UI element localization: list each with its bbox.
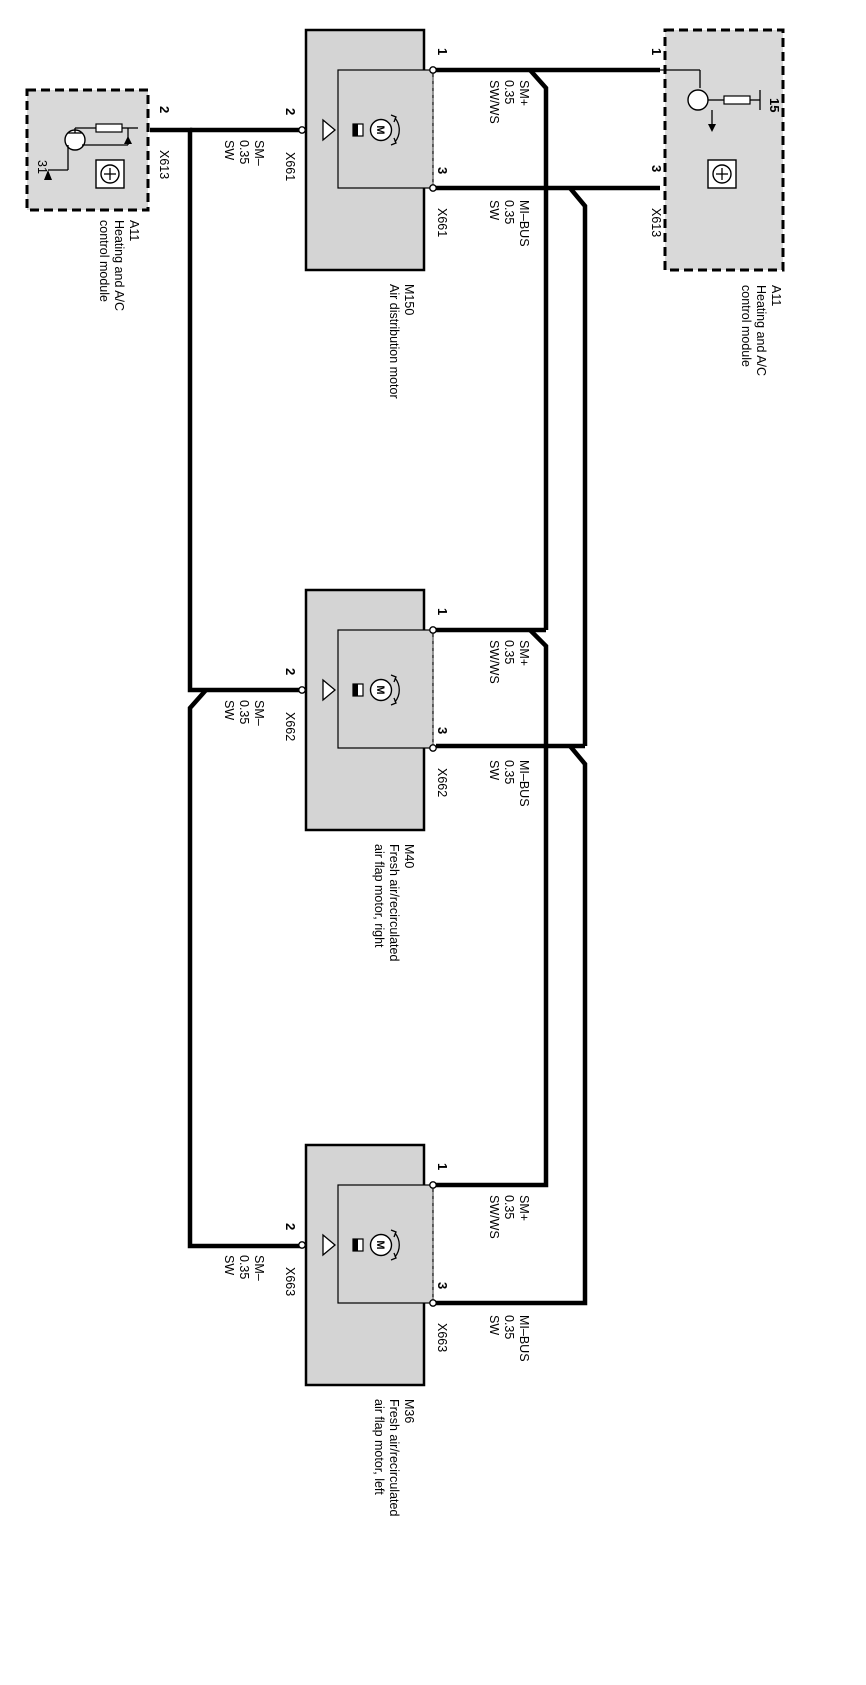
motor-id-m36: M36 xyxy=(402,1399,416,1423)
wire-label-mibus-signal-m40: MI–BUS xyxy=(517,760,531,807)
svg-text:A11: A11 xyxy=(127,220,141,241)
svg-text:Heating and A/C: Heating and A/C xyxy=(112,220,126,311)
a11-left-label: A11 Heating and A/C control module xyxy=(97,220,141,311)
wire-label-smplus-signal-m36: SM+ xyxy=(517,1195,531,1221)
wire-label-mibus-gauge-m40: 0.35 xyxy=(502,760,516,784)
wire-label-smminus-color-m150: SW xyxy=(222,140,236,160)
motor-name-1-m36: Fresh air/recirculated xyxy=(387,1399,401,1516)
terminal-m40-2 xyxy=(429,744,437,752)
pin-3-m40: 3 xyxy=(435,727,450,734)
terminal-m36-1 xyxy=(429,1181,437,1189)
wire-label-smplus-gauge-m40: 0.35 xyxy=(502,640,516,664)
wire-sm-minus xyxy=(150,127,300,1249)
a11-right-pin-1: 1 xyxy=(649,48,664,55)
wire-label-smminus-color-m36: SW xyxy=(222,1255,236,1275)
pin-3-m150: 3 xyxy=(435,167,450,174)
pin-1-m36: 1 xyxy=(435,1163,450,1170)
terminal-m40-0 xyxy=(298,686,306,694)
svg-text:control module: control module xyxy=(739,285,753,367)
terminal-m36-2 xyxy=(429,1299,437,1307)
pin-1-m40: 1 xyxy=(435,608,450,615)
terminal-m150-0 xyxy=(298,126,306,134)
wire-label-smminus-gauge-m36: 0.35 xyxy=(237,1255,251,1279)
wire-label-smminus-gauge-m150: 0.35 xyxy=(237,140,251,164)
a11-left-connector: X613 xyxy=(157,150,171,179)
a11-left-ground: 31 xyxy=(35,160,49,174)
terminal-m150-2 xyxy=(429,184,437,192)
wire-label-mibus-color-m150: SW xyxy=(487,200,501,220)
wire-label-mibus-signal-m36: MI–BUS xyxy=(517,1315,531,1362)
wire-label-smplus-gauge-m36: 0.35 xyxy=(502,1195,516,1219)
a11-left-module: 31 xyxy=(25,88,150,212)
wire-label-mibus-gauge-m150: 0.35 xyxy=(502,200,516,224)
wire-label-mibus-color-m40: SW xyxy=(487,760,501,780)
wire-label-smminus-signal-m150: SM– xyxy=(252,140,266,166)
motor-name-1-m40: Fresh air/recirculated xyxy=(387,844,401,961)
a11-right-label: A11 Heating and A/C control module xyxy=(739,285,783,376)
pin-2-m150: 2 xyxy=(283,108,298,115)
pin-2-m40: 2 xyxy=(283,668,298,675)
connector-left-m150: X661 xyxy=(283,152,297,181)
pin-3-m36: 3 xyxy=(435,1282,450,1289)
wire-sm-plus xyxy=(436,67,660,1188)
motor-id-m150: M150 xyxy=(402,284,416,315)
wire-label-smplus-gauge-m150: 0.35 xyxy=(502,80,516,104)
wire-label-smminus-gauge-m40: 0.35 xyxy=(237,700,251,724)
a11-right-pin-3: 3 xyxy=(649,165,664,172)
a11-right-supply: 15 xyxy=(767,98,782,112)
pin-2-m36: 2 xyxy=(283,1223,298,1230)
connector-left-m36: X663 xyxy=(283,1267,297,1296)
terminal-m36-0 xyxy=(298,1241,306,1249)
connector-right-m150: X661 xyxy=(435,208,449,237)
a11-right-module: 15 xyxy=(660,28,785,272)
motor-id-m40: M40 xyxy=(402,844,416,868)
motor-name-1-m150: Air distribution motor xyxy=(387,284,401,399)
svg-text:A11: A11 xyxy=(769,285,783,306)
motor-m40 xyxy=(298,588,437,832)
a11-right-connector: X613 xyxy=(649,208,663,237)
connector-left-m40: X662 xyxy=(283,712,297,741)
connector-right-m40: X662 xyxy=(435,768,449,797)
wire-label-mibus-signal-m150: MI–BUS xyxy=(517,200,531,247)
connector-right-m36: X663 xyxy=(435,1323,449,1352)
svg-text:control module: control module xyxy=(97,220,111,302)
motor-name-2-m36: air flap motor, left xyxy=(372,1399,386,1495)
wire-mi-bus xyxy=(436,185,660,1306)
wire-label-smplus-color-m40: SW/WS xyxy=(487,640,501,684)
wire-label-smplus-color-m36: SW/WS xyxy=(487,1195,501,1239)
wire-label-smplus-signal-m150: SM+ xyxy=(517,80,531,106)
motor-name-2-m40: air flap motor, right xyxy=(372,844,386,948)
wire-label-smminus-signal-m40: SM– xyxy=(252,700,266,726)
wire-label-smminus-signal-m36: SM– xyxy=(252,1255,266,1281)
wire-label-smplus-signal-m40: SM+ xyxy=(517,640,531,666)
a11-left-pin-2: 2 xyxy=(157,106,172,113)
wire-label-smplus-color-m150: SW/WS xyxy=(487,80,501,124)
wire-label-smminus-color-m40: SW xyxy=(222,700,236,720)
wire-label-mibus-color-m36: SW xyxy=(487,1315,501,1335)
wire-label-mibus-gauge-m36: 0.35 xyxy=(502,1315,516,1339)
terminal-m40-1 xyxy=(429,626,437,634)
motor-m150 xyxy=(298,28,437,272)
svg-text:Heating and A/C: Heating and A/C xyxy=(754,285,768,376)
terminal-m150-1 xyxy=(429,66,437,74)
pin-1-m150: 1 xyxy=(435,48,450,55)
motor-m36 xyxy=(298,1143,437,1387)
